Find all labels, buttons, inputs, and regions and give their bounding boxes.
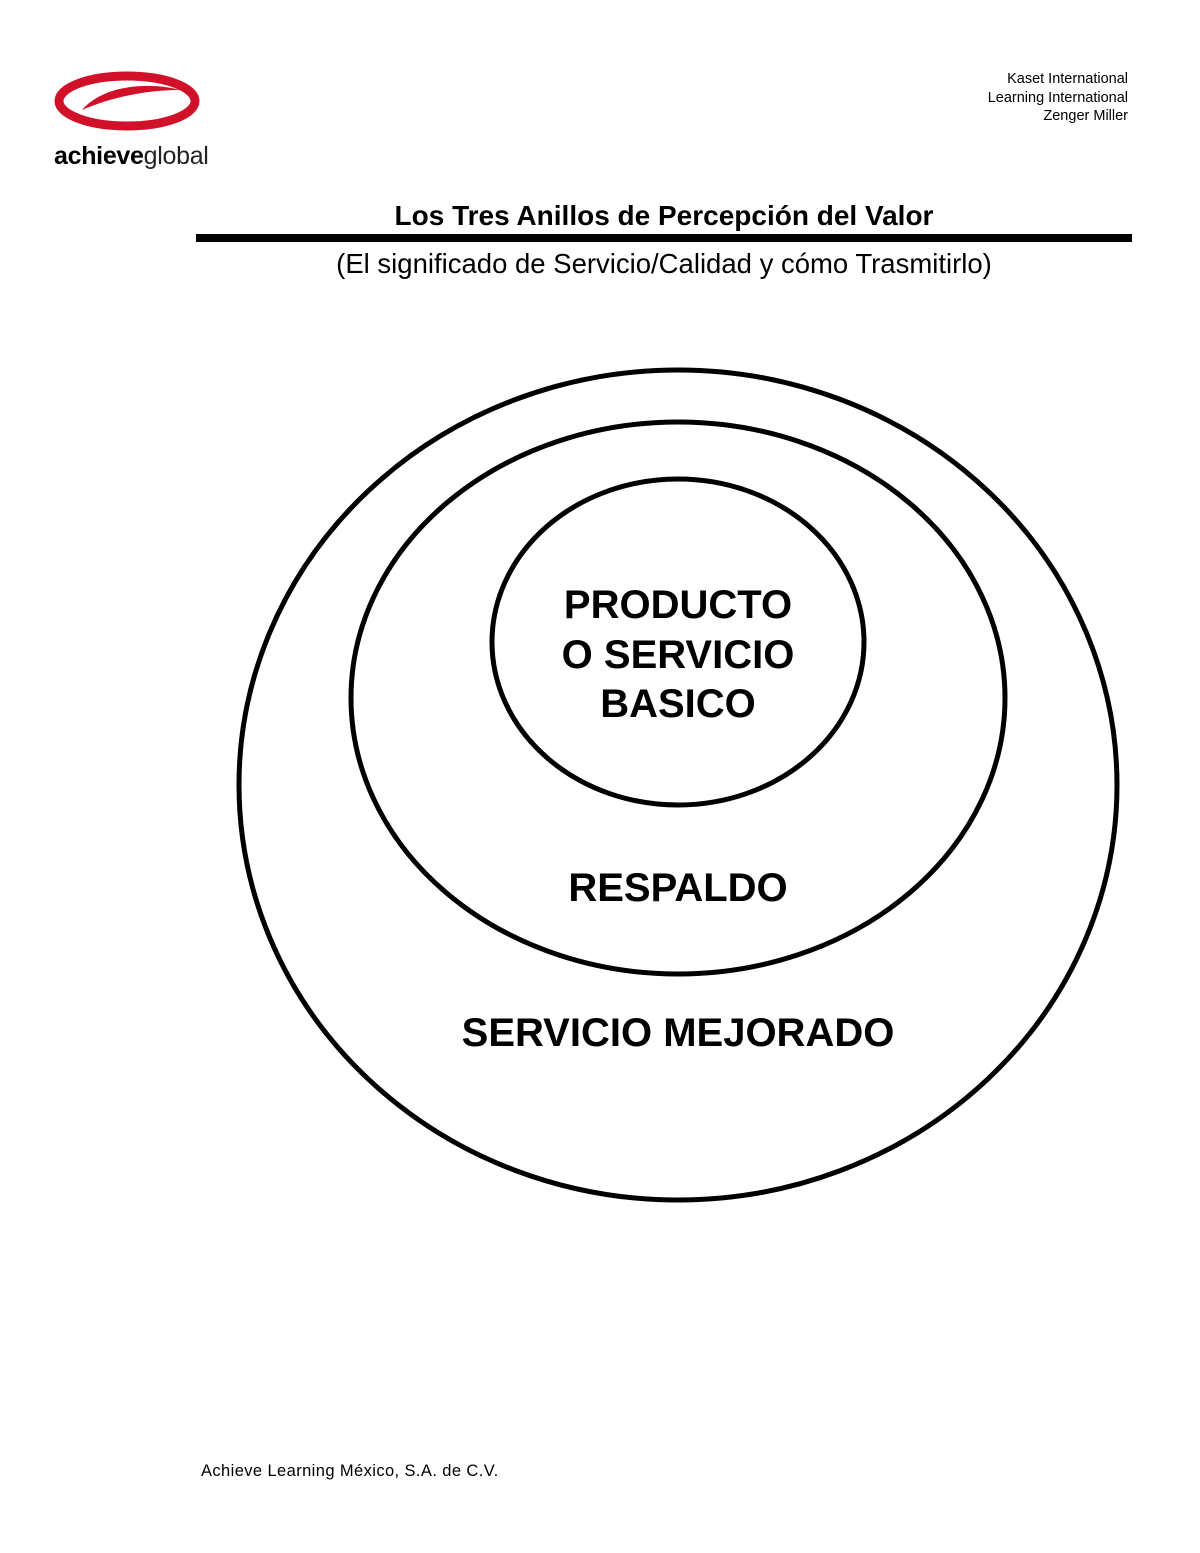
middle-ring-label: RESPALDO [568,866,787,910]
affiliate-name: Zenger Miller [1043,108,1128,124]
outer-ring-label: SERVICIO MEJORADO [462,1011,895,1055]
inner-ring-label-line: BASICO [600,682,756,726]
inner-ring-label-line: PRODUCTO [564,583,792,627]
swoosh-logo-icon [54,71,200,131]
page-subtitle: (El significado de Servicio/Calidad y có… [336,248,992,279]
title-divider [196,234,1132,242]
logo-wordmark-bold: achieve [54,142,144,170]
page-title: Los Tres Anillos de Percepción del Valor [394,200,934,231]
achieveglobal-logo: achieveglobal [52,70,209,174]
affiliates-list: Kaset International Learning Internation… [988,70,1128,126]
inner-ring-label-line: O SERVICIO [562,633,795,677]
affiliate-name: Learning International [987,89,1128,106]
logo-wordmark-light: global [143,142,209,170]
logo-wordmark: achieveglobal [54,144,209,169]
outer-ring [236,367,1120,1203]
middle-ring [348,419,1008,977]
footer-company: Achieve Learning México, S.A. de C.V. [201,1462,499,1480]
inner-ring [489,476,867,808]
affiliate-name: Kaset International [1007,71,1128,87]
